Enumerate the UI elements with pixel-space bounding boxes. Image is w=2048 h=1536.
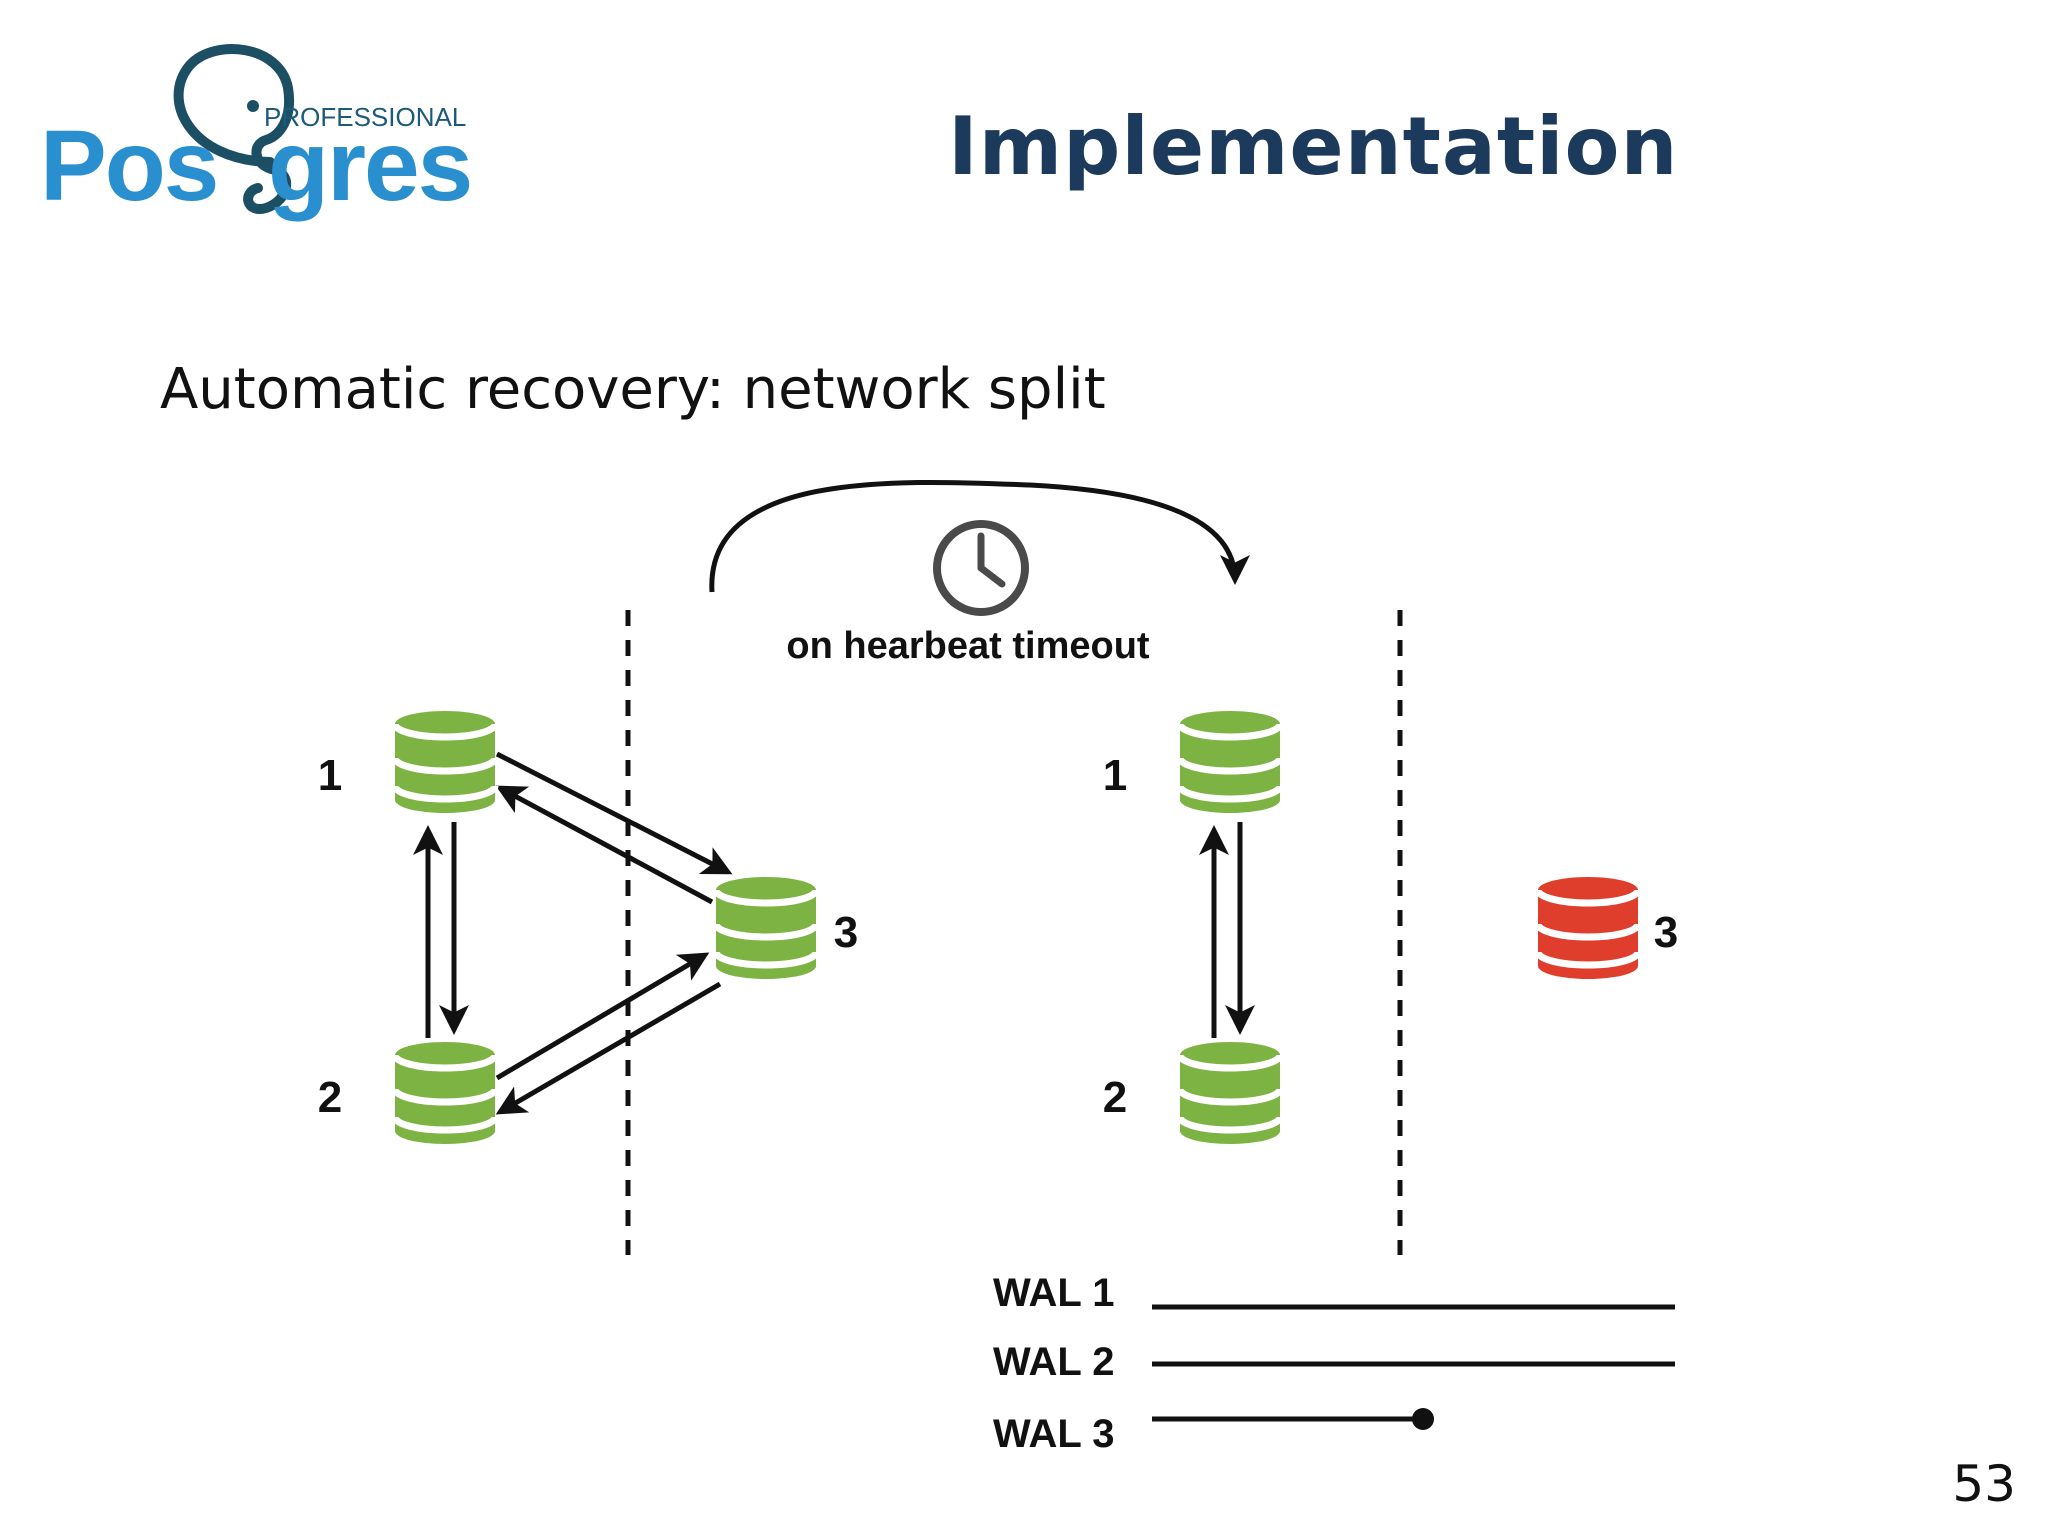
after-node-3-db-icon-failed bbox=[1538, 877, 1638, 979]
slide-title: Implementation bbox=[948, 100, 1679, 193]
before-node-2-db-icon bbox=[395, 1042, 495, 1144]
wal-3-end-dot bbox=[1412, 1408, 1434, 1430]
after-replication-arrows bbox=[1199, 822, 1255, 1038]
after-node-2-label: 2 bbox=[1103, 1073, 1127, 1122]
timeout-arc-arrow bbox=[709, 479, 1250, 593]
wal-2-label: WAL 2 bbox=[993, 1340, 1115, 1384]
after-node-2-db-icon bbox=[1180, 1042, 1280, 1144]
wal-3-label: WAL 3 bbox=[993, 1412, 1115, 1456]
before-node-3-label: 3 bbox=[834, 908, 858, 957]
after-node-1-label: 1 bbox=[1103, 751, 1127, 800]
page-number: 53 bbox=[1952, 1455, 2016, 1513]
before-node-3-db-icon bbox=[716, 877, 816, 979]
svg-text:gres: gres bbox=[268, 110, 470, 222]
before-node-2-label: 2 bbox=[318, 1073, 342, 1122]
clock-icon bbox=[933, 520, 1029, 616]
before-replication-arrows bbox=[413, 751, 733, 1115]
after-node-1-db-icon bbox=[1180, 711, 1280, 813]
before-node-1-db-icon bbox=[395, 711, 495, 813]
wal-1-label: WAL 1 bbox=[993, 1271, 1115, 1315]
before-node-1-label: 1 bbox=[318, 751, 342, 800]
svg-text:Pos: Pos bbox=[40, 110, 217, 222]
svg-text:PROFESSIONAL: PROFESSIONAL bbox=[264, 102, 466, 132]
postgres-professional-logo: PROFESSIONAL Pos gres bbox=[40, 44, 470, 222]
after-node-3-label: 3 bbox=[1654, 908, 1678, 957]
slide-subtitle: Automatic recovery: network split bbox=[160, 357, 1106, 422]
timeout-label: on hearbeat timeout bbox=[786, 625, 1149, 667]
